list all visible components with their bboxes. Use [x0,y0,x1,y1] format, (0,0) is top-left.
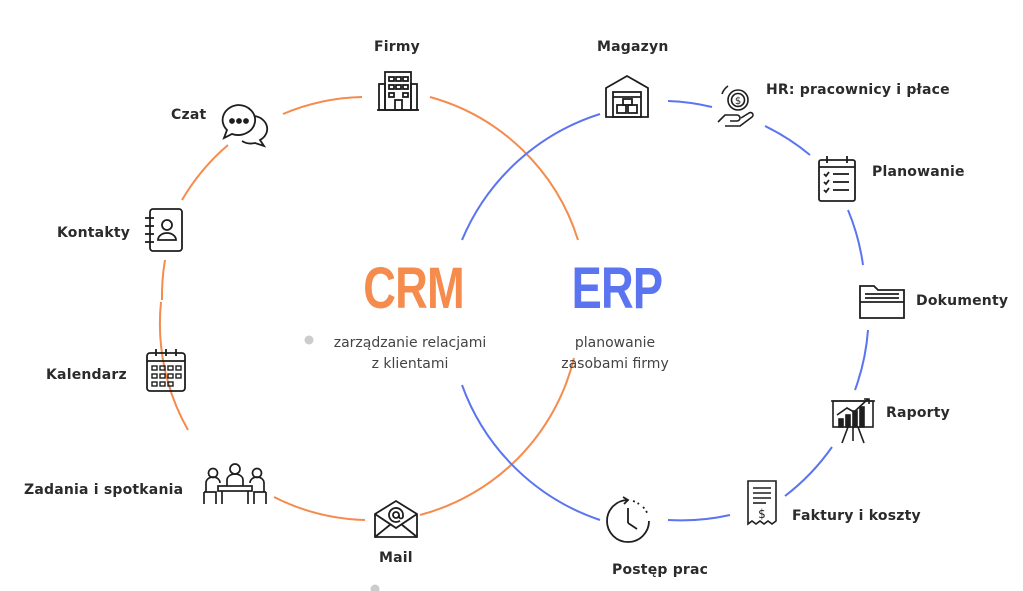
building-icon [377,71,419,111]
label-postep: Postęp prac [612,562,709,578]
crm-title: CRM [363,256,464,321]
decorative-dot [304,335,314,345]
receipt-icon: $ [747,480,777,526]
label-hr: HR: pracownicy i płace [766,82,950,98]
erp-subtitle: planowanie zasobami firmy [535,333,695,375]
label-czat: Czat [171,107,207,123]
erp-title: ERP [571,256,663,321]
erp-subtitle-line1: planowanie [574,335,656,351]
meeting-icon [203,463,267,504]
checklist-clipboard-icon [818,156,856,202]
address-book-icon [145,208,183,252]
label-kalendarz: Kalendarz [46,367,127,383]
label-faktury: Faktury i koszty [792,508,921,524]
warehouse-icon [605,74,649,118]
folder-icon [859,285,905,319]
label-planowanie: Planowanie [872,164,965,180]
calendar-icon [146,349,186,392]
decorative-dot [370,584,380,591]
svg-text:$: $ [758,507,766,521]
crm-subtitle-line1: zarządzanie relacjami [333,335,487,351]
erp-subtitle-line2: zasobami firmy [561,356,669,372]
crm-subtitle: zarządzanie relacjami z klientami [315,333,505,375]
label-kontakty: Kontakty [57,225,131,241]
crm-subtitle-line2: z klientami [371,356,449,372]
chat-bubbles-icon [221,104,269,148]
label-magazyn: Magazyn [597,39,669,55]
envelope-at-icon [374,499,418,538]
clock-progress-icon [606,496,650,543]
label-dokumenty: Dokumenty [916,293,1009,309]
hand-coin-icon: $ [717,85,754,127]
erp-circle [461,100,869,522]
label-raporty: Raporty [886,405,950,421]
chart-easel-icon [831,398,875,444]
label-mail: Mail [379,550,413,566]
label-zadania: Zadania i spotkania [24,482,184,498]
svg-text:$: $ [735,96,741,107]
label-firmy: Firmy [374,39,420,55]
